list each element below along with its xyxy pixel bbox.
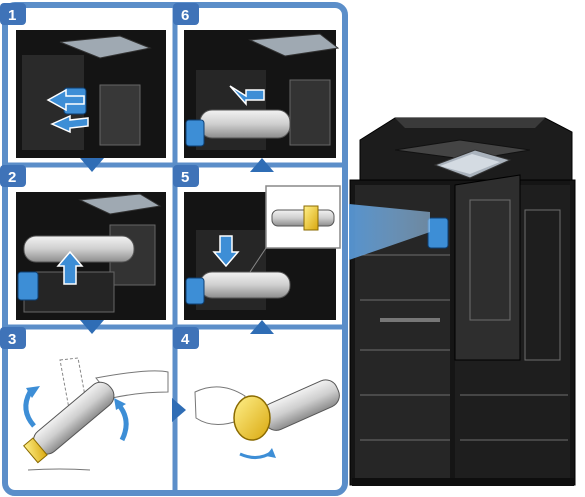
step-badge-1: 1 xyxy=(0,3,26,25)
step-badge-5: 5 xyxy=(173,165,199,187)
step-number: 1 xyxy=(8,7,16,24)
flow-arrow-icon xyxy=(172,398,186,422)
flow-arrow-icon xyxy=(80,320,104,334)
flow-arrow-icon xyxy=(250,320,274,334)
arrow-right-icon xyxy=(229,85,265,106)
step-number: 4 xyxy=(181,331,190,348)
step-6-illustration xyxy=(184,30,340,158)
step-number: 2 xyxy=(8,169,16,186)
flow-arrow-icon xyxy=(250,158,274,172)
step-1-illustration xyxy=(16,30,166,158)
step-number: 6 xyxy=(181,7,189,24)
rotate-arrow-icon xyxy=(114,398,129,442)
step-badge-6: 6 xyxy=(173,3,199,25)
arrow-left-icon xyxy=(46,88,85,112)
step-3-illustration xyxy=(14,352,169,488)
copier-machine xyxy=(349,117,576,486)
step-5-illustration xyxy=(184,185,341,320)
step-badge-3: 3 xyxy=(0,327,26,349)
step-badge-2: 2 xyxy=(0,165,26,187)
rotate-arrow-icon xyxy=(23,386,40,428)
step-badge-4: 4 xyxy=(173,327,199,349)
highlight-beam xyxy=(349,204,430,260)
step-2-illustration xyxy=(16,192,166,320)
flow-arrow-icon xyxy=(80,158,104,172)
arrow-down-icon xyxy=(212,235,240,268)
arrow-up-icon xyxy=(56,250,84,285)
step-number: 5 xyxy=(181,169,189,186)
step-4-illustration xyxy=(184,352,340,488)
arrow-left-icon xyxy=(50,114,89,134)
toner-cap xyxy=(233,395,271,441)
step-number: 3 xyxy=(8,331,16,348)
